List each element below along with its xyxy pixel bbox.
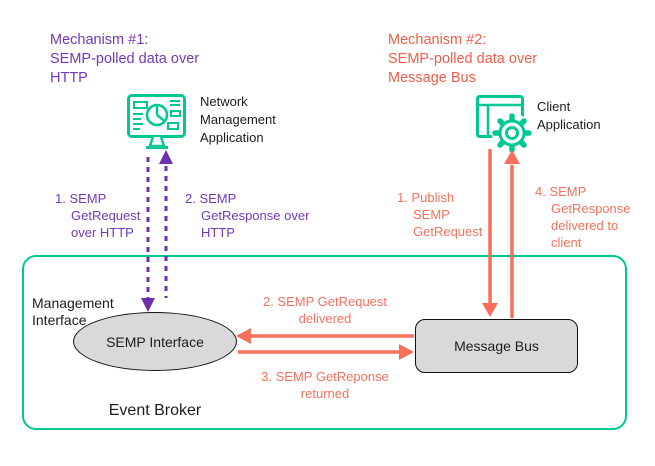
step2-semp-getresponse-http: 2. SEMP GetResponse over HTTP <box>185 191 310 240</box>
step1-publish-semp-getrequest: 1. Publish SEMP GetRequest <box>397 190 483 239</box>
semp-interface-node: SEMP Interface <box>73 312 237 371</box>
step2-semp-getrequest-delivered: 2. SEMP GetRequest delivered <box>262 294 388 326</box>
step4-semp-getresponse-client: 4. SEMP GetResponse delivered to client <box>535 184 631 250</box>
mechanism1-title: Mechanism #1: SEMP-polled data over HTTP <box>50 32 200 86</box>
step3-semp-getreponse-returned: 3. SEMP GetReponse returned <box>261 369 389 401</box>
message-bus-node: Message Bus <box>415 319 578 373</box>
management-interface-label: Management Interface <box>32 295 114 328</box>
mechanism2-title: Mechanism #2: SEMP-polled data over Mess… <box>388 32 538 86</box>
semp-interface-node-label: SEMP Interface <box>106 333 204 350</box>
step1-semp-getrequest-http: 1. SEMP GetRequest over HTTP <box>55 191 141 240</box>
event-broker-box <box>22 255 627 430</box>
client-app-label: Client Application <box>537 99 601 132</box>
window-gear-icon <box>476 95 532 153</box>
network-management-app-label: Network Management Application <box>200 94 276 145</box>
event-broker-label: Event Broker <box>108 402 202 419</box>
monitor-dashboard-icon <box>127 94 186 149</box>
message-bus-node-label: Message Bus <box>454 338 539 354</box>
